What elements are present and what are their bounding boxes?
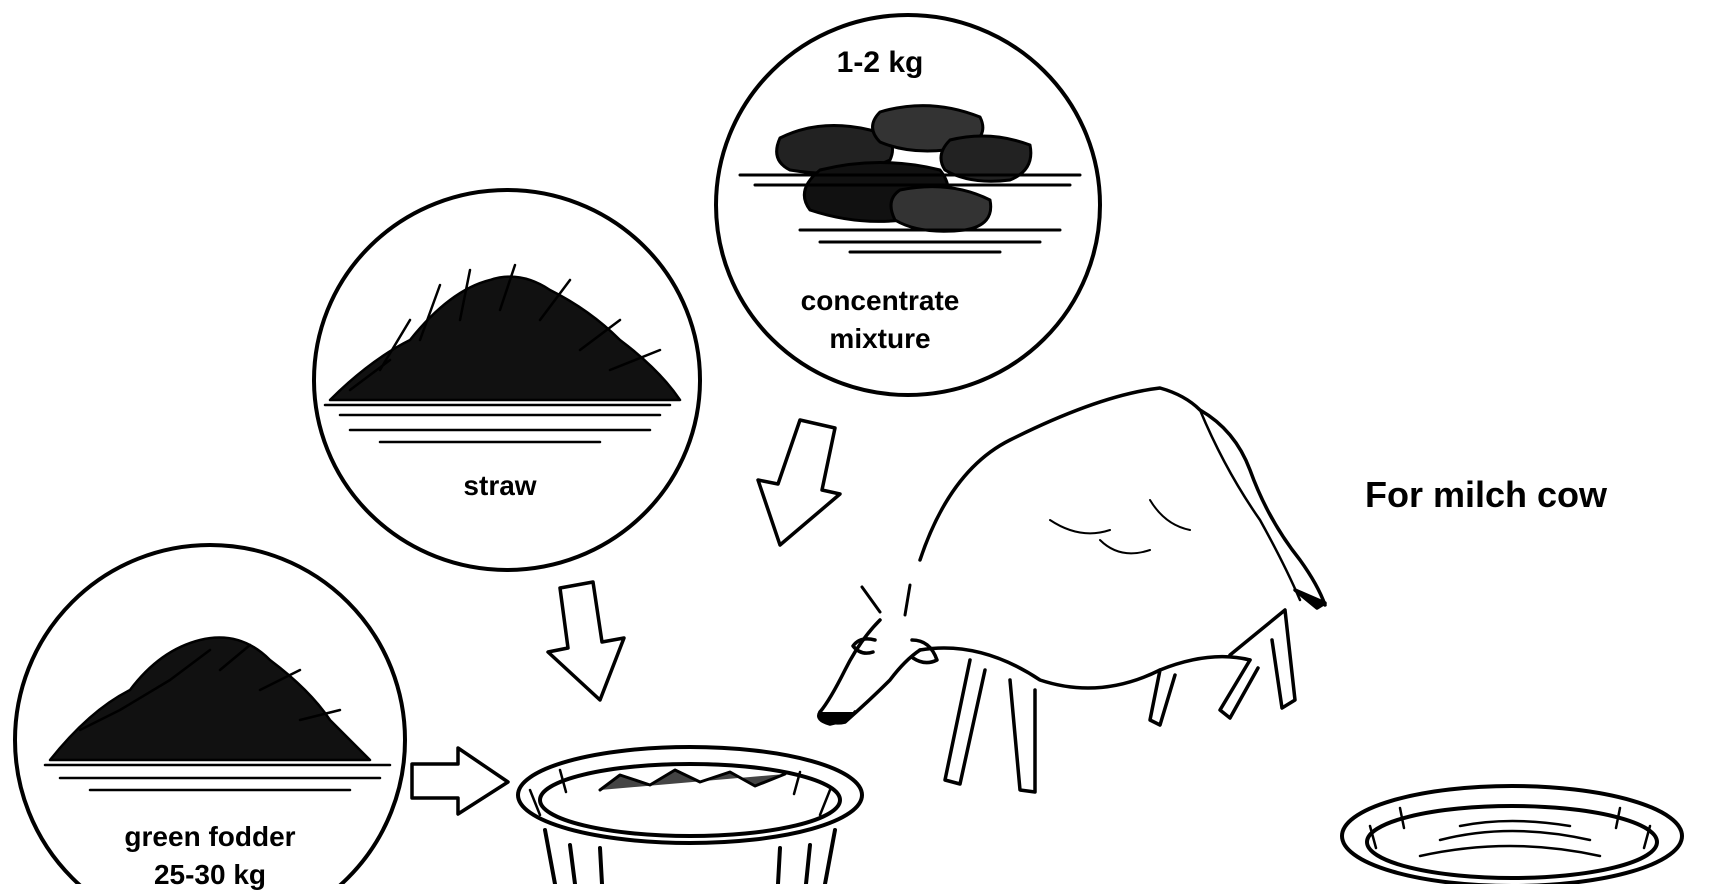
cow-illustration xyxy=(819,388,1325,792)
straw-pile-icon xyxy=(325,265,680,442)
green-fodder-quantity: 25-30 kg xyxy=(80,856,340,894)
concentrate-cakes-icon xyxy=(740,106,1080,252)
concentrate-name-label: concentrate mixture xyxy=(760,282,1000,358)
arrow-straw-to-trough xyxy=(548,582,624,700)
straw-illustration xyxy=(314,190,700,570)
green-fodder-name: green fodder xyxy=(80,818,340,856)
arrow-fodder-to-trough xyxy=(412,748,508,814)
arrow-concentrate-to-trough xyxy=(758,420,840,545)
concentrate-quantity-label: 1-2 kg xyxy=(780,46,980,80)
green-fodder-pile-icon xyxy=(45,638,390,791)
feed-trough-illustration xyxy=(518,747,862,884)
straw-label: straw xyxy=(420,470,580,502)
diagram-caption: For milch cow xyxy=(1365,474,1607,516)
water-trough-illustration xyxy=(1342,786,1682,884)
green-fodder-label: green fodder 25-30 kg xyxy=(80,818,340,894)
